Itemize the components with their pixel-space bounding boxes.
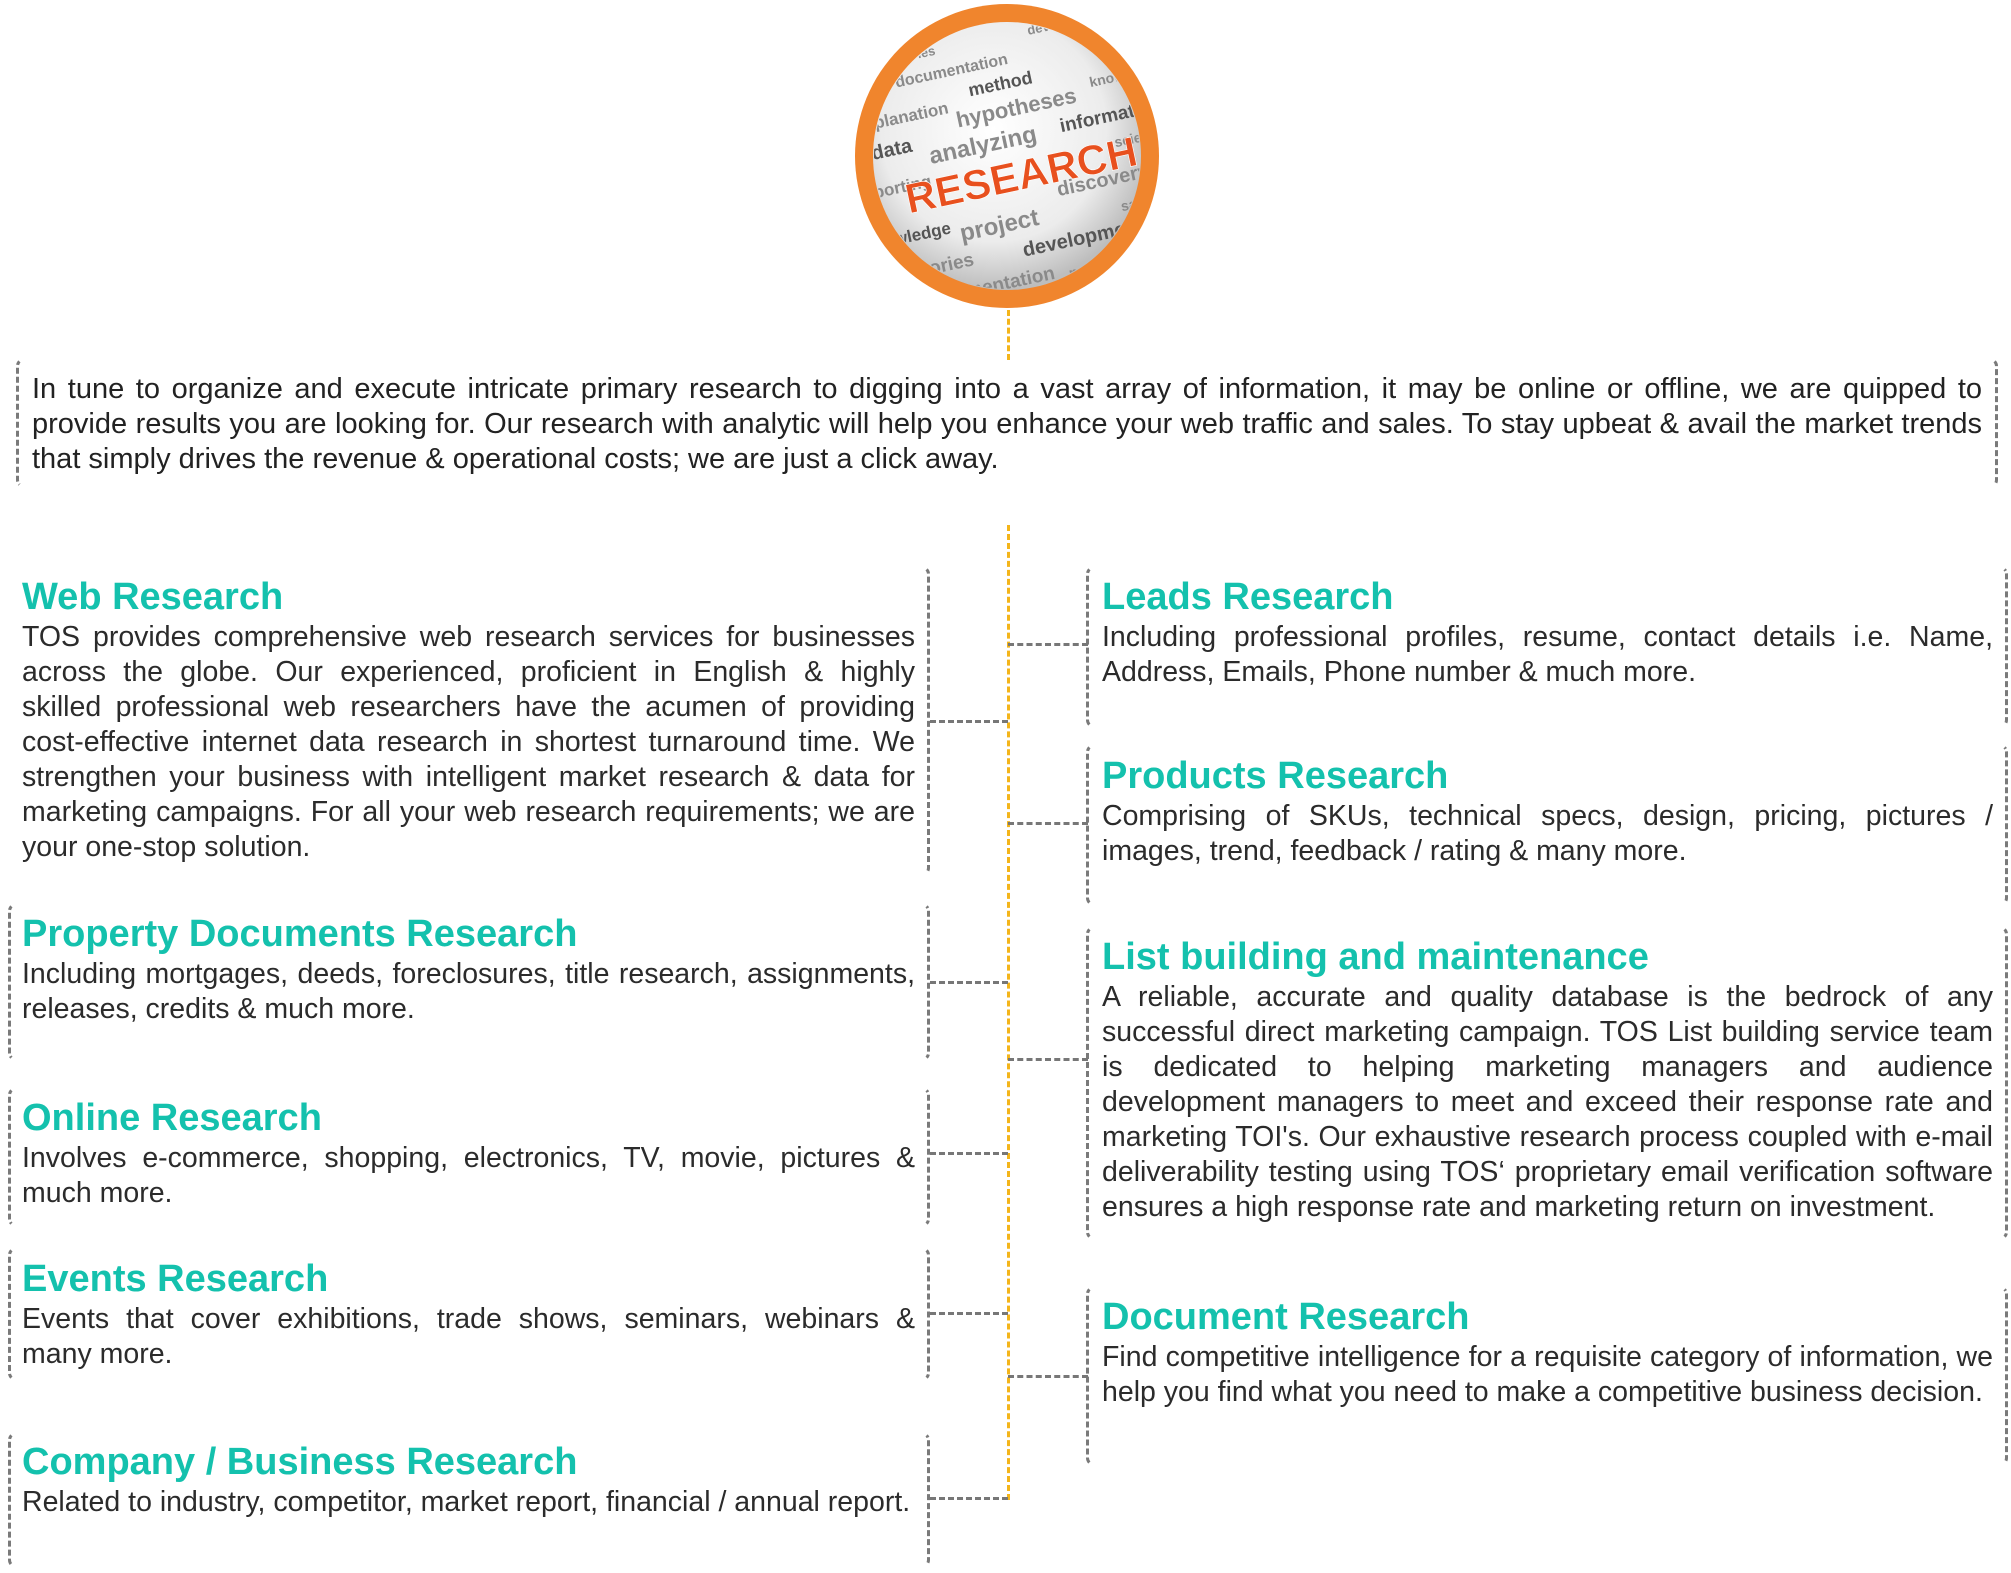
list-building-bracket	[1086, 926, 2008, 1240]
card-text: TOS provides comprehensive web research …	[22, 621, 915, 863]
card-title: Document Research	[1102, 1296, 1470, 1338]
property-research-card: Property Documents Research Including mo…	[22, 913, 915, 1027]
events-research-bracket	[8, 1247, 930, 1381]
card-title: Company / Business Research	[22, 1441, 578, 1483]
card-text: Events that cover exhibitions, trade sho…	[22, 1303, 915, 1370]
connector-online-research	[930, 1152, 1008, 1155]
leads-research-bracket	[1086, 566, 2008, 728]
connector-events-research	[930, 1312, 1008, 1315]
connector-company-research	[930, 1497, 1008, 1500]
card-text: Including professional profiles, resume,…	[1102, 621, 1993, 688]
leads-research-card: Leads Research Including professional pr…	[1102, 576, 1993, 690]
card-title: Products Research	[1102, 755, 1449, 797]
company-research-card: Company / Business Research Related to i…	[22, 1441, 915, 1520]
card-text: Related to industry, competitor, market …	[22, 1486, 911, 1518]
card-title: Property Documents Research	[22, 913, 578, 955]
card-text: Involves e-commerce, shopping, electroni…	[22, 1142, 915, 1209]
connector-document-research	[1008, 1375, 1088, 1378]
connector-web-research	[930, 720, 1008, 723]
research-sphere-logo: theories develop documentation method ex…	[855, 4, 1159, 308]
products-research-card: Products Research Comprising of SKUs, te…	[1102, 755, 1993, 869]
card-text: A reliable, accurate and quality databas…	[1102, 981, 1993, 1223]
card-title: Events Research	[22, 1258, 329, 1300]
card-title: List building and maintenance	[1102, 936, 1649, 978]
card-title: Online Research	[22, 1097, 322, 1139]
connector-products-research	[1008, 822, 1088, 825]
intro-bracket	[16, 358, 1998, 488]
company-research-bracket	[8, 1432, 930, 1568]
connector-property-research	[930, 981, 1008, 984]
card-title: Web Research	[22, 576, 284, 618]
intro-paragraph: In tune to organize and execute intricat…	[32, 373, 1982, 475]
card-text: Including mortgages, deeds, foreclosures…	[22, 958, 915, 1025]
products-research-bracket	[1086, 744, 2008, 906]
web-research-card: Web Research TOS provides comprehensive …	[22, 576, 915, 865]
list-building-card: List building and maintenance A reliable…	[1102, 936, 1993, 1225]
online-research-bracket	[8, 1087, 930, 1227]
web-research-bracket	[8, 566, 930, 876]
connector-list-building	[1008, 1058, 1088, 1061]
connector-top	[1007, 310, 1010, 360]
events-research-card: Events Research Events that cover exhibi…	[22, 1258, 915, 1372]
connector-spine	[1007, 525, 1010, 1500]
connector-leads-research	[1008, 643, 1088, 646]
online-research-card: Online Research Involves e-commerce, sho…	[22, 1097, 915, 1211]
card-title: Leads Research	[1102, 576, 1394, 618]
property-research-bracket	[8, 903, 930, 1061]
document-research-card: Document Research Find competitive intel…	[1102, 1296, 1993, 1410]
card-text: Find competitive intelligence for a requ…	[1102, 1341, 1993, 1408]
card-text: Comprising of SKUs, technical specs, des…	[1102, 800, 1993, 867]
